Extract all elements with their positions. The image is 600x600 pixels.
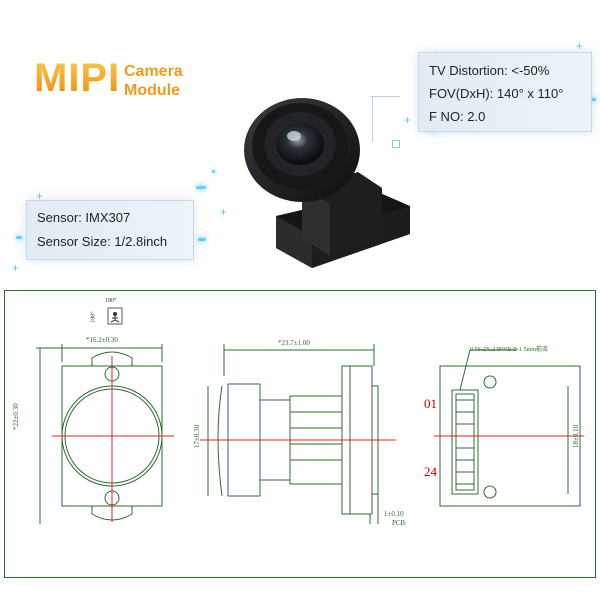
decor-glow xyxy=(212,170,215,173)
pin-first-label: 01 xyxy=(424,396,437,411)
side-lens-height-dimension: 17±0.30 xyxy=(193,424,201,448)
decor-plus-icon: + xyxy=(404,113,412,127)
decor-square xyxy=(392,140,400,148)
front-height-dimension: *22±0.30 xyxy=(12,403,20,430)
spec-tv-distortion: TV Distortion: <-50% xyxy=(429,63,550,78)
projection-symbol: 180° 180° xyxy=(91,298,136,336)
projection-angle-top: 180° xyxy=(105,298,117,304)
decor-line xyxy=(370,96,400,97)
back-height-dimension: 18±0.10 xyxy=(572,424,580,448)
pin-last-label: 24 xyxy=(424,464,437,479)
pcb-thickness-dimension: 1±0.10 xyxy=(384,510,404,518)
front-view-drawing xyxy=(36,344,174,524)
decor-plus-icon: + xyxy=(36,189,44,203)
decor-glow xyxy=(198,238,206,241)
product-subtitle: Camera Module xyxy=(124,62,183,100)
technical-drawing-frame xyxy=(4,290,596,578)
decor-glow xyxy=(16,236,22,239)
projection-symbol-icon xyxy=(107,307,123,325)
projection-angle-side: 180° xyxy=(90,311,97,323)
decor-plus-icon: + xyxy=(576,39,584,53)
pcb-label: PCB xyxy=(392,519,406,527)
sensor-specs-panel: Sensor: IMX307 Sensor Size: 1/2.8inch xyxy=(26,200,194,260)
spec-fov: FOV(DxH): 140° x 110° xyxy=(429,86,564,101)
side-length-dimension: *23.7±1.00 xyxy=(278,339,310,347)
subtitle-line-camera: Camera xyxy=(124,63,183,80)
spec-sensor: Sensor: IMX307 xyxy=(37,210,131,225)
decor-plus-icon: + xyxy=(12,261,20,275)
spec-sensor-size: Sensor Size: 1/2.8inch xyxy=(37,234,168,249)
connector-note: 0.5S-2X-24PWB-B-1.5mm前流 xyxy=(470,347,549,353)
side-view-drawing xyxy=(200,344,396,524)
front-width-dimension: *16.2±0.30 xyxy=(86,336,118,344)
optical-specs-panel: TV Distortion: <-50% FOV(DxH): 140° x 11… xyxy=(418,52,592,132)
decor-plus-icon: + xyxy=(220,205,228,219)
decor-glow xyxy=(590,98,596,101)
spec-f-number: F NO: 2.0 xyxy=(429,109,486,124)
brand-title: MIPI xyxy=(34,56,121,100)
decor-glow xyxy=(196,186,206,189)
subtitle-line-module: Module xyxy=(124,82,180,99)
back-view-drawing xyxy=(434,349,584,507)
camera-module-image xyxy=(244,98,410,268)
decor-line xyxy=(372,96,373,142)
